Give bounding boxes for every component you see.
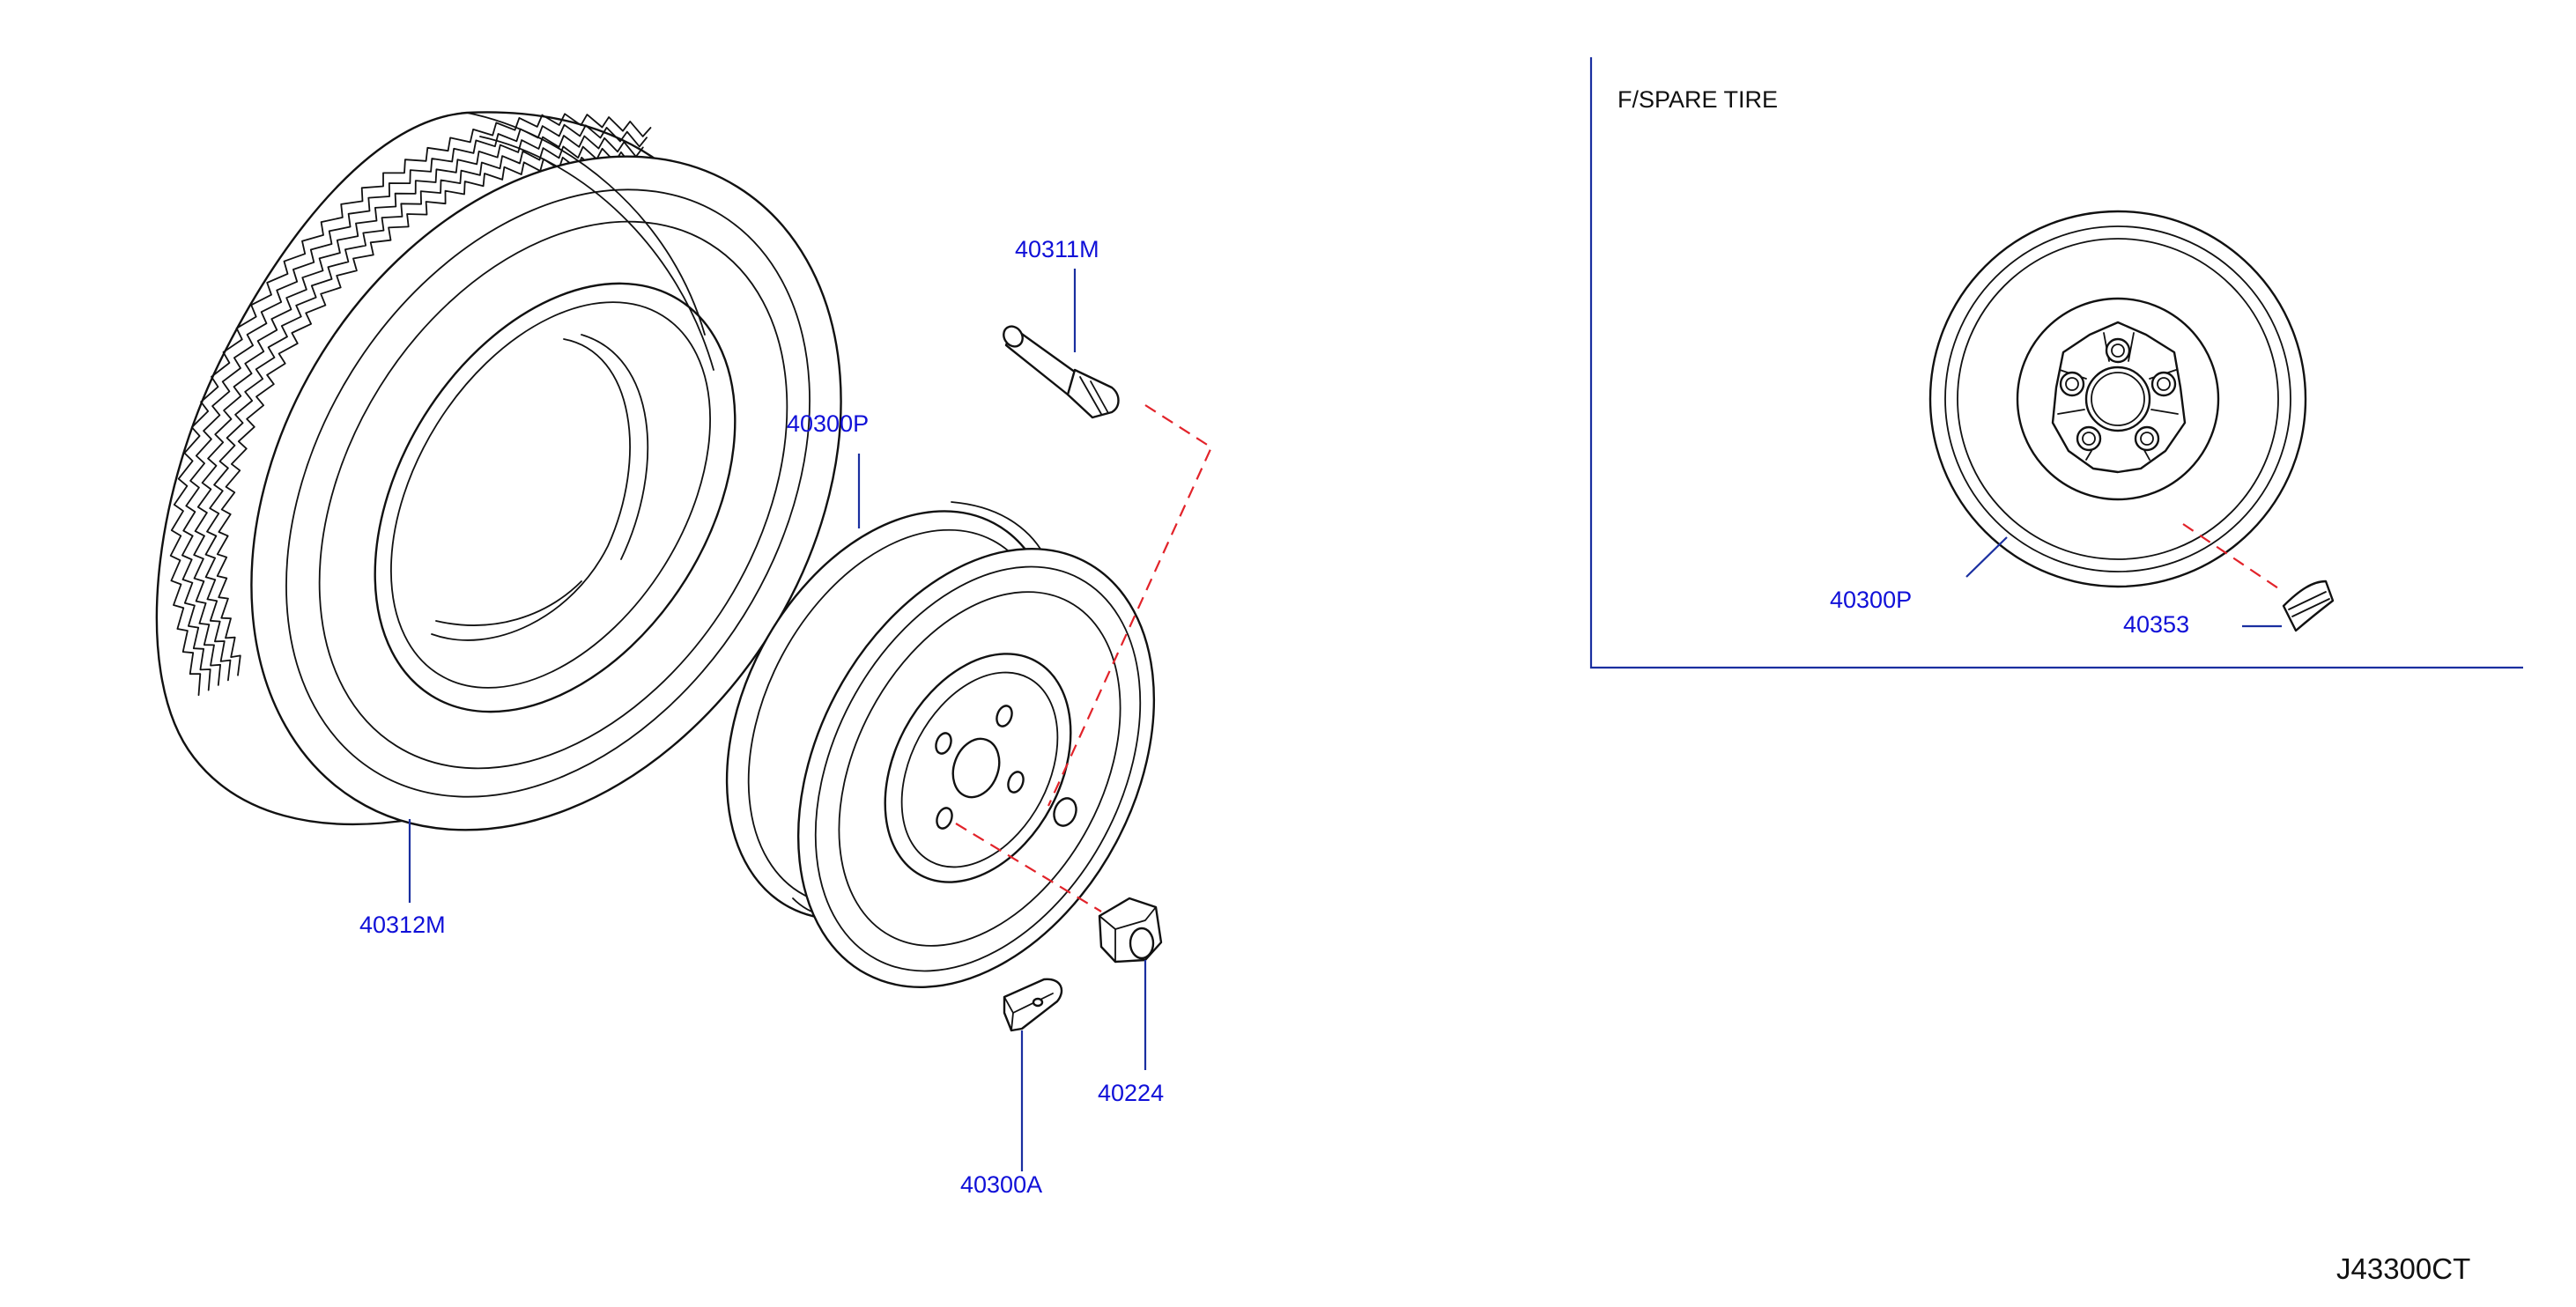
tread-zigzag bbox=[204, 145, 640, 682]
spare-wheel[interactable] bbox=[1928, 210, 2307, 588]
tire[interactable] bbox=[130, 47, 961, 939]
lug-hole bbox=[996, 705, 1013, 727]
label-40353[interactable]: 40353 bbox=[2123, 611, 2189, 638]
dashed-valve-path bbox=[1047, 404, 1213, 807]
tread-zigzag bbox=[216, 156, 636, 676]
lug-hole bbox=[936, 807, 953, 830]
balance-weight[interactable] bbox=[1003, 978, 1063, 1032]
tread-zigzag bbox=[193, 135, 644, 686]
lug-hole bbox=[1007, 771, 1025, 794]
tire-bead bbox=[374, 282, 737, 713]
valve-hole bbox=[1053, 797, 1077, 827]
spare-tire-box: F/SPARE TIRE bbox=[1589, 57, 2523, 669]
lug-hole bbox=[935, 732, 952, 755]
label-spare-40300P[interactable]: 40300P bbox=[1830, 587, 1912, 613]
label-40224[interactable]: 40224 bbox=[1098, 1080, 1164, 1106]
dashed-nut-path bbox=[955, 823, 1102, 912]
valve-stem[interactable] bbox=[1000, 322, 1120, 419]
spare-box-title: F/SPARE TIRE bbox=[1617, 86, 1778, 113]
label-40311M[interactable]: 40311M bbox=[1015, 236, 1099, 262]
label-40312M[interactable]: 40312M bbox=[359, 912, 446, 938]
wheel-hub-hole bbox=[951, 737, 1001, 799]
wheel[interactable] bbox=[660, 454, 1225, 1049]
label-40300A[interactable]: 40300A bbox=[960, 1171, 1042, 1198]
tread-zigzag bbox=[169, 113, 652, 697]
spare-balance-weight[interactable] bbox=[2282, 580, 2335, 632]
leader-spare-wheel bbox=[1965, 536, 2008, 578]
diagram-code: J43300CT bbox=[2336, 1252, 2470, 1285]
label-40300P[interactable]: 40300P bbox=[787, 410, 869, 437]
wheel-nut[interactable] bbox=[1098, 897, 1163, 964]
